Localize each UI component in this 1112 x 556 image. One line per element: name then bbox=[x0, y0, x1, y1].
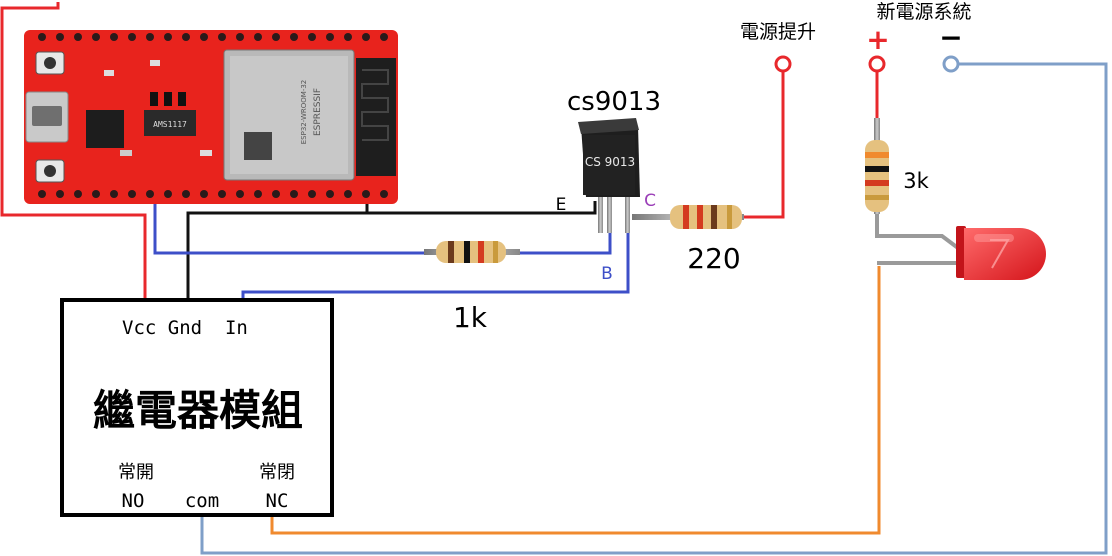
relay-module bbox=[60, 298, 334, 517]
transistor-cs9013: CS 9013 bbox=[578, 118, 640, 233]
module-model: ESP32-WROOM-32 bbox=[300, 80, 308, 145]
relay-nc: NC bbox=[266, 490, 289, 512]
transistor-name: cs9013 bbox=[567, 87, 661, 117]
signal-wire-a bbox=[153, 196, 612, 255]
pin-b-label: B bbox=[601, 264, 613, 284]
resistor-1k bbox=[424, 241, 520, 263]
resistor-220 bbox=[632, 205, 744, 229]
gnd-wire bbox=[186, 201, 597, 300]
pin-e-label: E bbox=[556, 195, 567, 215]
com-wire bbox=[200, 62, 1108, 555]
boost-terminal bbox=[774, 55, 792, 73]
power-boost-label: 電源提升 bbox=[740, 21, 816, 43]
res-1k-label: 1k bbox=[453, 301, 488, 334]
relay-pin-labels: Vcc Gnd In bbox=[122, 317, 248, 339]
relay-title: 繼電器模組 bbox=[93, 386, 303, 435]
module-brand: ESPRESSIF bbox=[313, 88, 323, 136]
pin-c-label: C bbox=[644, 191, 656, 211]
regulator-label: AMS1117 bbox=[153, 120, 187, 129]
relay-com: com bbox=[185, 490, 219, 512]
esp32-board: AMS1117 ESPRESSIF ESP32-WROOM-32 bbox=[24, 30, 398, 204]
regulator-chip bbox=[144, 110, 196, 136]
header-pins-top bbox=[38, 33, 388, 41]
resistor-3k bbox=[865, 118, 889, 214]
led-lead-upper bbox=[875, 208, 960, 250]
minus-label: − bbox=[939, 21, 962, 54]
plus-label: + bbox=[866, 23, 889, 56]
signal-wire-b bbox=[241, 228, 630, 300]
red-led bbox=[956, 226, 1046, 280]
relay-no: NO bbox=[122, 490, 145, 512]
boost-wire bbox=[740, 70, 785, 219]
res-3k-label: 3k bbox=[903, 169, 929, 193]
minus-terminal bbox=[942, 55, 960, 73]
relay-nc-cn: 常閉 bbox=[259, 462, 295, 483]
new-power-label: 新電源系統 bbox=[876, 1, 971, 23]
transistor-marking: CS 9013 bbox=[585, 155, 635, 169]
res-220-label: 220 bbox=[687, 242, 740, 275]
relay-no-cn: 常開 bbox=[118, 462, 154, 483]
usb-uart-chip bbox=[86, 110, 124, 148]
nc-wire bbox=[270, 266, 881, 535]
header-pins-bottom bbox=[38, 190, 388, 198]
vcc-wire bbox=[0, 2, 147, 300]
plus-terminal bbox=[868, 55, 886, 73]
